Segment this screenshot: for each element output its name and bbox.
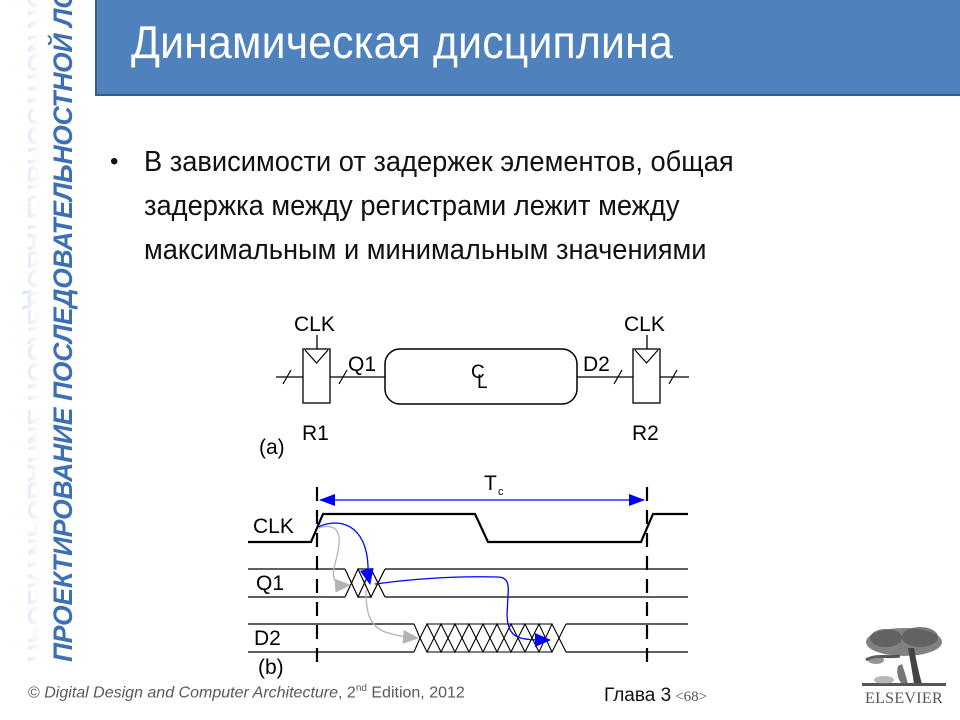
q1-row-label: Q1: [256, 572, 284, 595]
bullet-item: • В зависимости от задержек элементов, о…: [104, 140, 904, 272]
r1-clk-label: CLK: [294, 313, 335, 336]
register-r2: CLK R2: [624, 313, 665, 445]
period-label: T: [484, 472, 497, 495]
min-delay-path: [317, 525, 419, 644]
edition-suffix: Edition, 2012: [366, 684, 465, 702]
timing-waveform: T c CLK Q1 D2: [248, 472, 688, 679]
cl-label-c: C: [471, 362, 485, 383]
q1-waveform: Q1: [248, 567, 688, 599]
slide-title: Динамическая дисциплина: [131, 16, 673, 68]
d2-row-label: D2: [254, 627, 281, 650]
combinational-logic-block: C L: [384, 348, 578, 405]
timing-caption: (b): [258, 656, 284, 679]
bullet-icon: •: [110, 148, 119, 175]
publisher-name: ELSEVIER: [865, 690, 943, 707]
max-delay-path: [317, 522, 551, 647]
circuit-schematic: CLK R1 CLK R2 C L Q1 D2 (a): [259, 313, 689, 459]
book-title: Digital Design and Computer Architecture: [44, 684, 339, 702]
chapter-label: Глава 3: [604, 685, 672, 706]
r1-label: R1: [302, 422, 329, 445]
clk-row-label: CLK: [253, 515, 294, 538]
edition-prefix: , 2: [338, 684, 356, 702]
d2-signal-label: D2: [583, 353, 610, 376]
bullet-line: задержка между регистрами лежит между: [144, 190, 680, 222]
cl-label-l: L: [477, 372, 488, 393]
tree-icon: [862, 627, 946, 686]
clk-waveform: CLK: [248, 512, 688, 544]
circuit-caption: (a): [259, 436, 285, 459]
register-r1: CLK R1: [294, 313, 335, 445]
r2-label: R2: [632, 422, 659, 445]
title-bar: Динамическая дисциплина: [95, 0, 960, 96]
bullet-line: максимальным и минимальным значениями: [144, 234, 707, 266]
bullet-list: • В зависимости от задержек элементов, о…: [104, 140, 904, 272]
copyright-icon: ©: [28, 684, 40, 702]
publisher-logo: ELSEVIER: [856, 620, 952, 716]
bullet-line: В зависимости от задержек элементов, общ…: [144, 146, 734, 178]
footer-copyright: © Digital Design and Computer Architectu…: [28, 683, 465, 702]
period-subscript: c: [498, 486, 504, 498]
q1-signal-label: Q1: [348, 353, 376, 376]
edition-sup: nd: [355, 683, 367, 694]
footer-chapter: Глава 3<68>: [604, 685, 707, 707]
page-number: <68>: [675, 689, 708, 705]
r2-clk-label: CLK: [624, 313, 665, 336]
period-arrow: T c: [319, 472, 645, 506]
d2-waveform: D2: [248, 622, 688, 654]
